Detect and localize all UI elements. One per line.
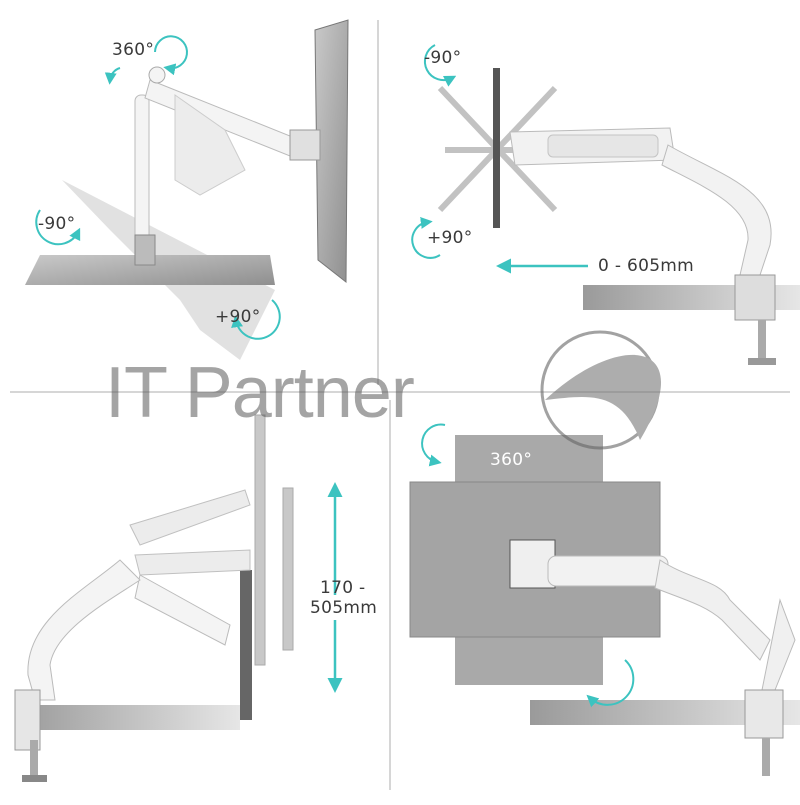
panel-bottom-right-illustration [409,435,800,776]
rotate-arrow-icon [423,44,457,87]
extension-range-label: 0 - 605mm [598,256,695,276]
height-range-label-line2: 505mm [310,598,378,618]
rotate-arrow-icon [586,659,635,708]
rotate-arrow-icon [35,209,81,246]
tilt-down-label: -90° [38,214,76,234]
watermark-logo-icon [540,330,662,450]
tilt-down-label: -90° [424,48,462,68]
height-range-label-line1: 170 - [320,578,366,598]
rotate-arrow-icon [421,423,446,467]
rotate-arrow-icon [231,299,281,340]
panel-top-left-illustration [25,19,349,360]
rotate-360-label: 360° [112,40,155,60]
panel-bottom-left-illustration [14,414,294,782]
rotate-360-label: 360° [490,450,533,470]
panel-top-right-illustration [437,68,800,365]
watermark-text: IT Partner [105,353,415,433]
tilt-up-label: +90° [427,228,473,248]
tilt-up-label: +90° [215,307,261,327]
rotate-arrow-icon [411,216,441,259]
rotate-arrow-icon [154,35,188,76]
rotate-arrow-icon [104,67,121,85]
